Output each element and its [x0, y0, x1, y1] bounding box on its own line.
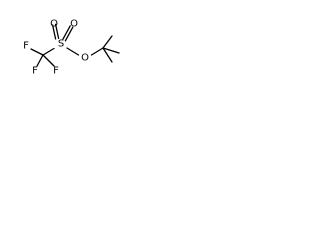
- bond-c-f-bottom-left: [36, 54, 44, 67]
- structure-diagram: O O S O F F F: [23, 19, 120, 77]
- bond-c-methyl-bottom: [102, 47, 113, 63]
- bond-s-o-top-right-b: [64, 26, 74, 42]
- bond-s-o-top-right-a: [62, 25, 71, 41]
- bond-s-o-ester: [66, 47, 80, 56]
- bond-c-f-bottom-right: [42, 54, 55, 67]
- atom-o-top-left: O: [50, 19, 58, 30]
- bond-c-methyl-top: [102, 35, 113, 49]
- atom-f-left: F: [23, 41, 29, 52]
- bond-s-c: [42, 47, 55, 56]
- atom-f-bottom-left: F: [32, 66, 38, 77]
- bond-c-methyl-right: [102, 47, 120, 54]
- bond-c-f-left: [30, 48, 44, 56]
- atom-sulfur: S: [58, 39, 64, 50]
- bond-s-o-top-left-a: [51, 24, 57, 40]
- bond-s-o-top-left-b: [54, 23, 60, 40]
- atom-o-top-right: O: [70, 19, 78, 30]
- atom-f-bottom-right: F: [53, 66, 59, 77]
- atom-o-ester: O: [81, 53, 89, 64]
- bond-o-c-tertiary: [90, 47, 104, 56]
